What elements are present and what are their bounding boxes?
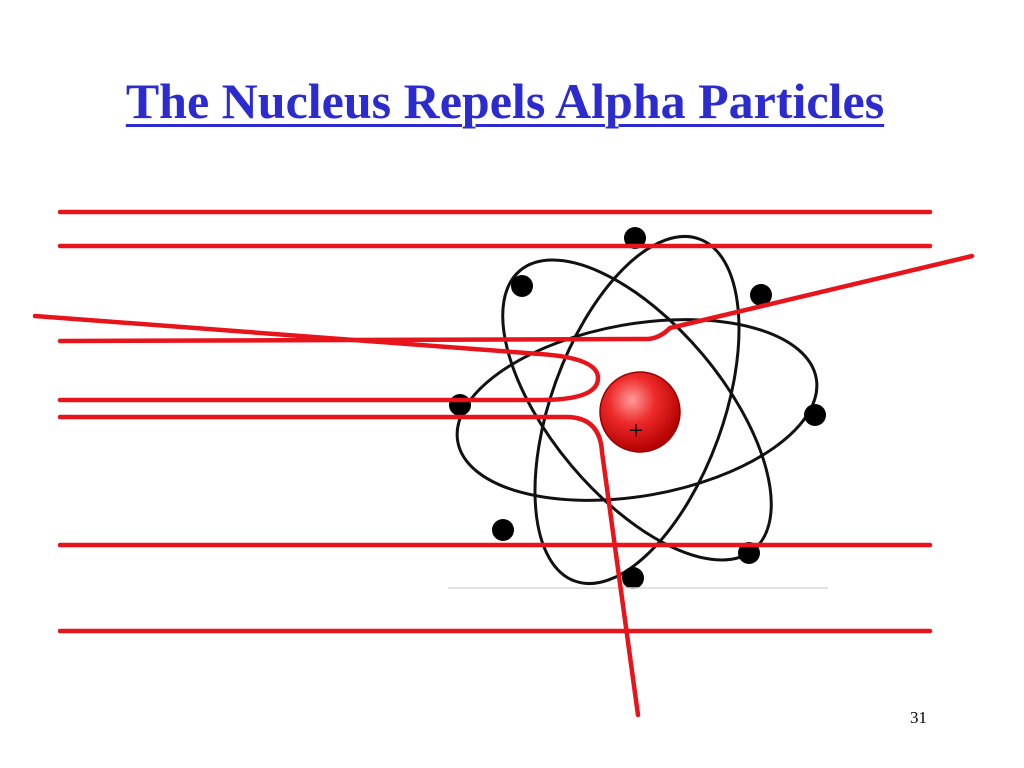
electron [750, 284, 772, 306]
electron [449, 394, 471, 416]
alpha-particle-paths [32, 209, 975, 718]
electron [624, 227, 646, 249]
electron [804, 404, 826, 426]
electron [511, 275, 533, 297]
electron [622, 567, 644, 589]
orbit-3 [533, 234, 741, 586]
alpha-path-backscatter [32, 313, 601, 403]
electron-orbits [455, 234, 819, 586]
electron [492, 519, 514, 541]
slide-title: The Nucleus Repels Alpha Particles [125, 73, 885, 129]
alpha-path-deflected-up [57, 253, 975, 344]
alpha-path-deflected-down [57, 414, 641, 718]
page-number: 31 [910, 708, 927, 727]
nucleus [599, 371, 681, 453]
electron [738, 542, 760, 564]
orbit-1 [455, 318, 819, 502]
nucleus-sign: + [629, 416, 644, 445]
